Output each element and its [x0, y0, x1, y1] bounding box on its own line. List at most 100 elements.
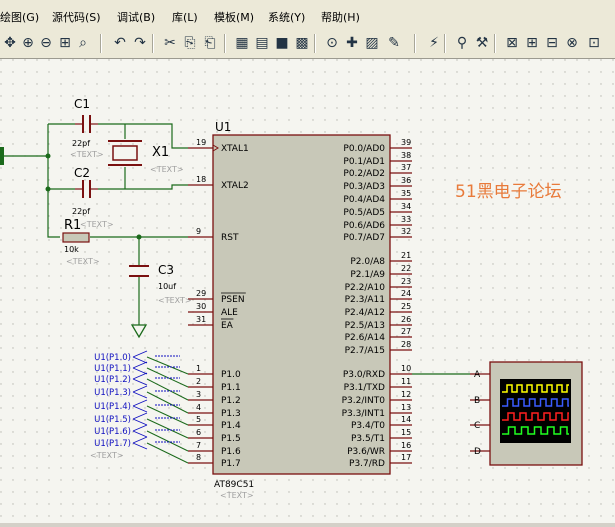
scope-channel[interactable]: D [470, 447, 490, 457]
block-rotate-icon[interactable]: ■ [272, 33, 292, 53]
zoom-in-icon[interactable]: ⊕ [18, 33, 38, 53]
block-delete-icon[interactable]: ▩ [292, 33, 312, 53]
netlist-icon[interactable]: ⊗ [562, 33, 582, 53]
paste-icon[interactable]: ⎗ [200, 33, 220, 53]
crystal-x1[interactable]: X1 <TEXT> [108, 140, 184, 174]
pick-device-icon[interactable]: ⊙ [322, 33, 342, 53]
resistor-r1[interactable]: R1 10k <TEXT> [62, 218, 100, 266]
block-move-icon[interactable]: ▤ [252, 33, 272, 53]
search-tag-icon[interactable]: ⚲ [452, 33, 472, 53]
chip-pin-left[interactable]: 1P1.0 [188, 364, 241, 380]
capacitor-c2[interactable]: C2 22pf [72, 166, 98, 216]
wire-autorouter-icon[interactable]: ⚡ [424, 33, 444, 53]
probe-arrow-icon [132, 412, 148, 426]
pan-icon[interactable]: ✥ [0, 33, 20, 53]
probe-label[interactable]: U1(P1.5) [94, 412, 189, 439]
chip-body[interactable] [212, 134, 391, 475]
zoom-all-icon[interactable]: ⊞ [55, 33, 75, 53]
capacitor-c1[interactable]: C1 22pf <TEXT> [70, 97, 104, 159]
menu-item-2[interactable]: 调试(B) [117, 11, 156, 24]
probe-label[interactable]: U1(P1.1) [94, 361, 189, 388]
pin-number: 9 [196, 227, 201, 236]
packaging-icon[interactable]: ▨ [362, 33, 382, 53]
chip-pin-left[interactable]: 8P1.7 [188, 453, 241, 469]
undo-icon[interactable]: ↶ [110, 33, 130, 53]
pin-number: 31 [196, 315, 206, 324]
menu-item-4[interactable]: 模板(M) [214, 11, 255, 24]
design-explorer-icon[interactable]: ⊡ [584, 33, 604, 53]
scope-channel[interactable]: A [470, 370, 490, 380]
decompose-icon[interactable]: ✎ [384, 33, 404, 53]
redo-icon[interactable]: ↷ [130, 33, 150, 53]
pin-name: P0.1/AD1 [343, 157, 385, 167]
chip-pin-left[interactable]: 2P1.1 [188, 377, 241, 393]
block-copy-icon-glyph: ▦ [235, 35, 249, 51]
bom-icon[interactable]: ⊟ [542, 33, 562, 53]
copy-icon[interactable]: ⎘ [180, 33, 200, 53]
new-sheet-icon[interactable]: ⊠ [502, 33, 522, 53]
c3-ref: C3 [158, 263, 174, 277]
remove-sheet-icon[interactable]: ⊞ [522, 33, 542, 53]
chip-pin-left[interactable]: 6P1.5 [188, 428, 241, 444]
scope-channel[interactable]: B [470, 396, 490, 406]
capacitor-c3[interactable]: C3 10uf <TEXT> [129, 263, 192, 305]
menu-item-3[interactable]: 库(L) [172, 11, 198, 24]
block-copy-icon[interactable]: ▦ [232, 33, 252, 53]
zoom-out-icon[interactable]: ⊖ [36, 33, 56, 53]
chip-pin-left[interactable]: 5P1.4 [188, 415, 241, 431]
chip-u1[interactable]: U1 AT89C51 <TEXT> 19XTAL118XTAL29RST29PS… [188, 120, 412, 500]
probe-label[interactable]: U1(P1.2) [94, 372, 189, 401]
menu-item-1[interactable]: 源代码(S) [52, 11, 101, 24]
menu-item-0[interactable]: 绘图(G) [0, 11, 40, 24]
decompose-icon-glyph: ✎ [388, 35, 400, 51]
probe-label[interactable]: U1(P1.6) [94, 424, 189, 452]
chip-pin-left[interactable]: 4P1.3 [188, 403, 241, 419]
chip-pin-left[interactable]: 7P1.6 [188, 441, 241, 457]
probe-label[interactable]: U1(P1.4) [94, 399, 189, 426]
pin-name: P2.4/A12 [345, 308, 385, 318]
property-assign-icon[interactable]: ⚒ [472, 33, 492, 53]
menu-item-6[interactable]: 帮助(H) [321, 11, 360, 24]
probe-label[interactable]: U1(P1.7) [94, 436, 189, 464]
probe-label[interactable]: U1(P1.3) [94, 385, 189, 414]
cut-icon[interactable]: ✂ [160, 33, 180, 53]
chip-pin-left[interactable]: 3P1.2 [188, 390, 241, 406]
scope-channel[interactable]: C [470, 421, 490, 431]
zoom-area-icon[interactable]: ⌕ [73, 33, 93, 53]
make-device-icon[interactable]: ✚ [342, 33, 362, 53]
probe-label[interactable]: U1(P1.0) [94, 350, 189, 375]
oscilloscope[interactable]: A B C D [470, 361, 583, 466]
menu-item-5[interactable]: 系统(Y) [268, 11, 306, 24]
